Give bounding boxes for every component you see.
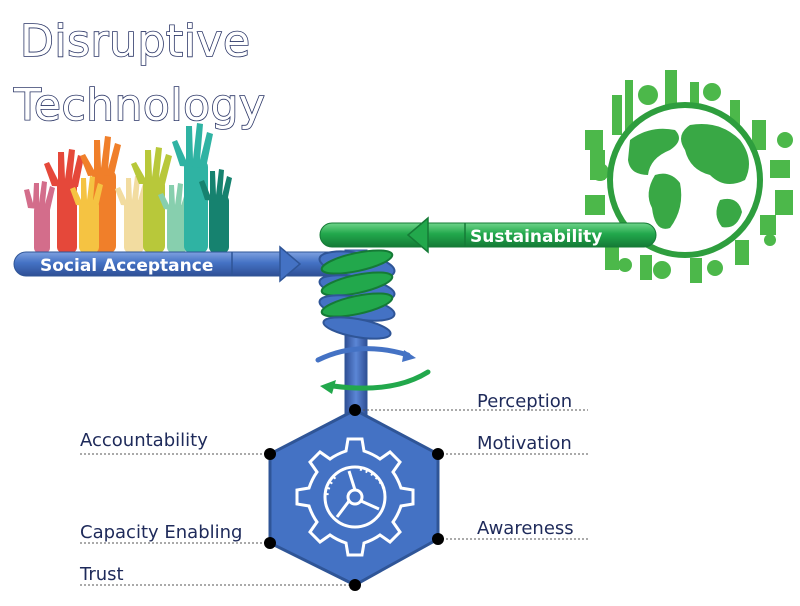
label-awareness: Awareness — [477, 518, 574, 539]
label-accountability: Accountability — [80, 430, 208, 451]
sustainability-arrow: Sustainability — [319, 216, 657, 254]
twisted-coil — [318, 249, 396, 416]
label-perception: Perception — [477, 391, 572, 412]
vertex-dot — [349, 579, 361, 591]
hexagon-vertex-dots — [264, 404, 444, 591]
vertex-dot — [264, 537, 276, 549]
title-line-2: Technology — [13, 80, 265, 131]
gear-icon — [295, 437, 415, 557]
connector-lines — [80, 409, 588, 586]
label-trust: Trust — [79, 564, 124, 585]
social-acceptance-arrow: Social Acceptance — [13, 245, 355, 283]
vertex-dot — [432, 533, 444, 545]
green-city-globe-icon — [585, 70, 793, 283]
title-line-1: Disruptive — [20, 16, 251, 67]
label-motivation: Motivation — [477, 433, 572, 454]
vertex-dot — [349, 404, 361, 416]
social-acceptance-label: Social Acceptance — [40, 256, 213, 276]
rotation-arrows — [315, 346, 431, 394]
vertex-dot — [264, 448, 276, 460]
label-capacity-enabling: Capacity Enabling — [80, 522, 242, 543]
raised-hands-icon — [24, 123, 232, 253]
diagram-title: Disruptive Technology — [12, 15, 266, 132]
vertex-dot — [432, 448, 444, 460]
sustainability-label: Sustainability — [470, 227, 602, 247]
gear-hexagon — [268, 408, 440, 587]
factor-labels: Perception Motivation Awareness Accounta… — [79, 391, 574, 585]
